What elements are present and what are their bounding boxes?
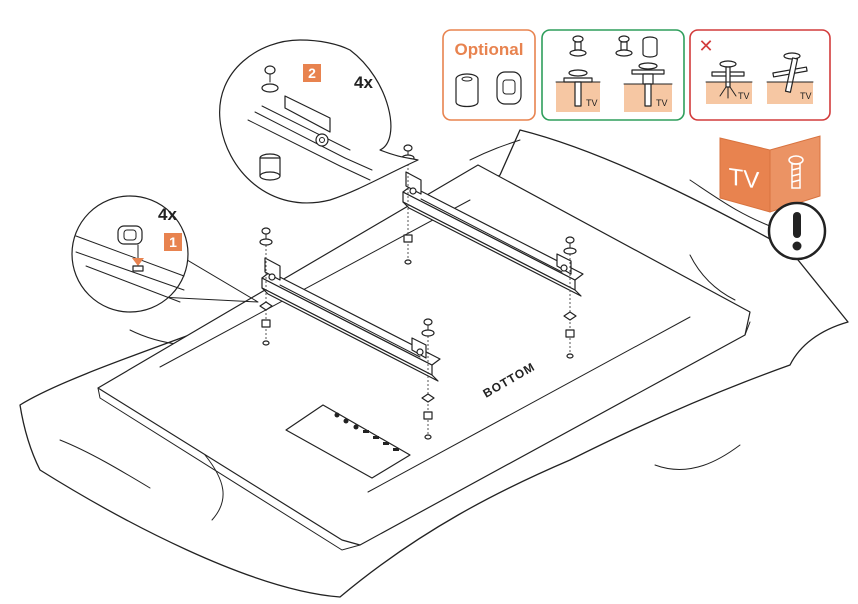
step2-number-badge [303, 64, 321, 82]
wrong-tv-label-1: TV [738, 91, 750, 101]
spacer-cylinder-icon [455, 73, 479, 108]
tv-groove [367, 316, 691, 493]
down-arrow-icon [132, 258, 144, 266]
correct-example-1 [555, 35, 601, 112]
exclamation-icon [767, 201, 827, 261]
manual-book-icon [719, 135, 821, 213]
step1-callout [71, 195, 259, 313]
wall-bracket-left [261, 257, 441, 382]
correct-tv-label-1: TV [586, 98, 598, 108]
step2-callout [219, 39, 419, 204]
wrong-example-2 [766, 52, 814, 104]
screw-bottom [421, 318, 435, 440]
step1-quantity: 4x [158, 205, 177, 224]
correct-tv-label-2: TV [656, 98, 668, 108]
wall-bracket-right [402, 171, 584, 297]
blanket-fold [59, 439, 151, 489]
blanket-fold [654, 444, 741, 470]
screw-right [563, 236, 577, 359]
book-tv-text: TV [729, 164, 760, 195]
optional-title: Optional [455, 40, 524, 59]
wrong-tv-label-2: TV [800, 91, 812, 101]
connector-ports [334, 412, 399, 451]
wrong-example-1 [705, 60, 753, 104]
spacer-square-icon [496, 71, 522, 105]
wrong-mark-icon: ✕ [698, 36, 713, 56]
blanket-fold [689, 254, 736, 301]
book-screw-icon [788, 155, 804, 189]
screw-left [259, 227, 273, 346]
step2-number: 2 [308, 65, 316, 81]
step2-quantity: 4x [354, 73, 373, 92]
blanket-fold [689, 179, 781, 231]
step1-number: 1 [169, 234, 177, 250]
blanket-fold [469, 139, 521, 161]
tv-edge [744, 321, 751, 336]
correct-example-2 [615, 35, 673, 112]
tv-groove [159, 199, 471, 368]
tv-edge [97, 387, 361, 551]
blanket-fold [204, 454, 224, 521]
step1-number-badge [164, 233, 182, 251]
connector-panel [285, 404, 411, 479]
